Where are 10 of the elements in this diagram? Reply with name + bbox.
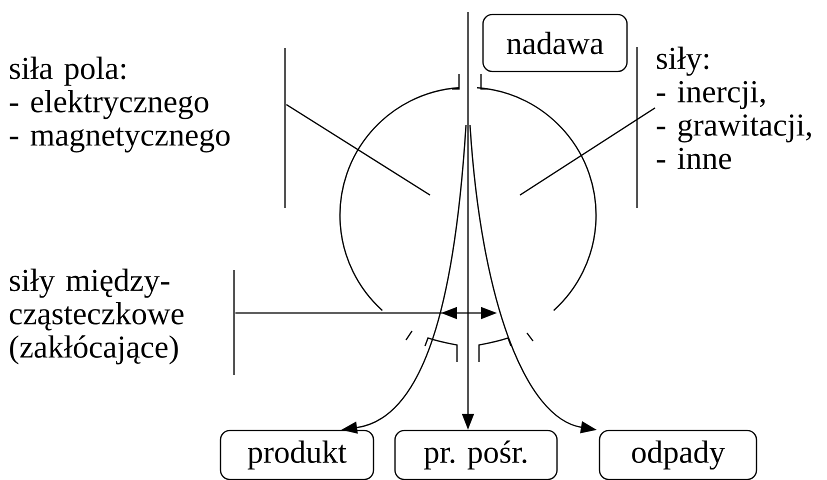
process-box: nadawa [482, 14, 628, 72]
leader-line [286, 104, 430, 196]
process-box: odpady [598, 430, 758, 480]
leader-line [520, 107, 656, 196]
annotation-text: siły: - inercji, - grawitacji, - inne [656, 46, 811, 170]
annotation-text: siły między- cząsteczkowe (zakłócające) [10, 268, 184, 364]
annotation-text: siła pola: - elektrycznego - magnetycznego [10, 56, 230, 152]
separator-circle [340, 74, 596, 362]
process-box: pr. pośr. [394, 430, 558, 480]
process-box: produkt [220, 430, 374, 480]
